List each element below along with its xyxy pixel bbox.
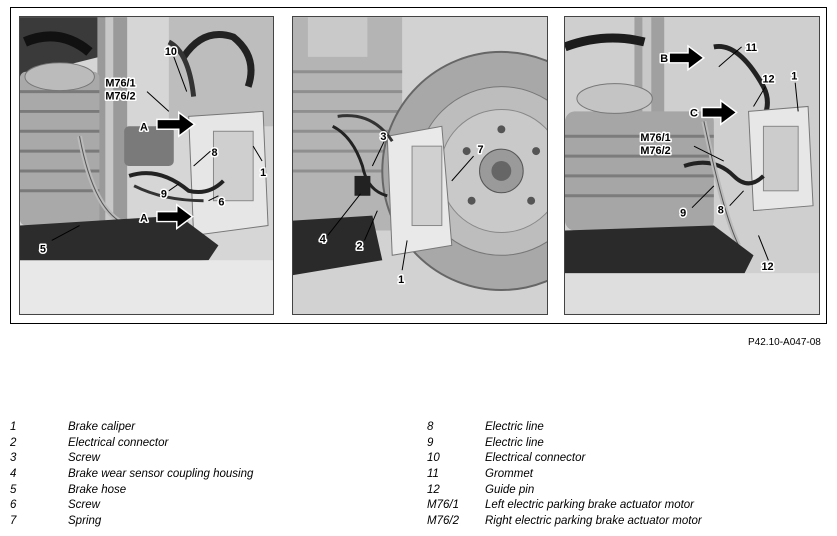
legend-label: Right electric parking brake actuator mo… xyxy=(485,515,702,528)
legend-number: 10 xyxy=(427,452,440,465)
panel-front-caliper: 3 7 4 2 1 xyxy=(292,16,548,315)
legend-label: Brake hose xyxy=(68,483,127,496)
callout-4: 4 xyxy=(320,233,326,245)
photo-rear-caliper-right: B 11 12 1 C M76/1 M76/2 9 8 12 xyxy=(565,17,819,314)
legend-number: 8 xyxy=(427,421,434,433)
callout-1: 1 xyxy=(260,167,266,179)
legend-number: M76/1 xyxy=(427,499,459,512)
figure-frame: 10 M76/1 M76/2 A 8 1 9 6 A 5 xyxy=(10,7,827,324)
legend-number: 5 xyxy=(10,483,17,496)
panel-rear-caliper-right: B 11 12 1 C M76/1 M76/2 9 8 12 xyxy=(564,16,820,315)
callout-m76-1: M76/1 xyxy=(105,78,135,90)
legend-label: Electrical connector xyxy=(68,436,169,449)
callout-5: 5 xyxy=(40,243,46,255)
callout-12-lower: 12 xyxy=(761,261,773,273)
photo-front-caliper-disc: 3 7 4 2 1 xyxy=(293,17,547,314)
callout-1: 1 xyxy=(791,71,797,83)
callout-3: 3 xyxy=(380,131,386,143)
legend-number: 3 xyxy=(10,452,17,465)
callout-8: 8 xyxy=(718,205,724,217)
callout-8: 8 xyxy=(211,147,217,159)
callout-9: 9 xyxy=(161,189,167,201)
callout-7: 7 xyxy=(478,144,484,156)
legend-number: 4 xyxy=(10,468,17,481)
legend-label: Left electric parking brake actuator mot… xyxy=(485,499,695,512)
photo-rear-caliper-left: 10 M76/1 M76/2 A 8 1 9 6 A 5 xyxy=(20,17,273,314)
callout-m76-2: M76/2 xyxy=(640,145,670,157)
legend-label: Electrical connector xyxy=(485,452,586,465)
callout-2: 2 xyxy=(357,240,363,252)
legend-number: 6 xyxy=(10,499,17,512)
legend-number: 1 xyxy=(10,421,17,433)
legend-label: Brake wear sensor coupling housing xyxy=(68,468,254,481)
callout-b: B xyxy=(660,53,668,65)
legend-number: 2 xyxy=(10,436,17,449)
callout-11: 11 xyxy=(746,42,758,54)
callout-12-upper: 12 xyxy=(762,74,774,86)
figure-reference-code: P42.10-A047-08 xyxy=(748,337,821,348)
callout-a-lower: A xyxy=(140,213,148,225)
callout-c: C xyxy=(690,107,698,119)
callout-a-upper: A xyxy=(140,121,148,133)
legend-label: Guide pin xyxy=(485,483,535,496)
legend-label: Brake caliper xyxy=(68,421,136,433)
legend-number: 7 xyxy=(10,515,17,528)
callout-m76-2: M76/2 xyxy=(105,91,135,103)
legend-number: 12 xyxy=(427,483,440,496)
legend-label: Screw xyxy=(68,452,100,465)
callout-9: 9 xyxy=(680,208,686,220)
legend-label: Electric line xyxy=(485,421,544,433)
callout-6: 6 xyxy=(218,197,224,209)
legend-number: 9 xyxy=(427,436,434,449)
legend-number: M76/2 xyxy=(427,515,459,528)
callout-m76-1: M76/1 xyxy=(640,132,670,144)
callout-1: 1 xyxy=(398,274,404,286)
legend-label: Grommet xyxy=(485,468,533,481)
legend-number: 11 xyxy=(427,468,439,481)
callout-10: 10 xyxy=(165,46,177,58)
legend-label: Electric line xyxy=(485,436,544,449)
panel-rear-caliper-left: 10 M76/1 M76/2 A 8 1 9 6 A 5 xyxy=(19,16,274,315)
legend-label: Screw xyxy=(68,499,100,512)
legend-label: Spring xyxy=(68,515,102,528)
